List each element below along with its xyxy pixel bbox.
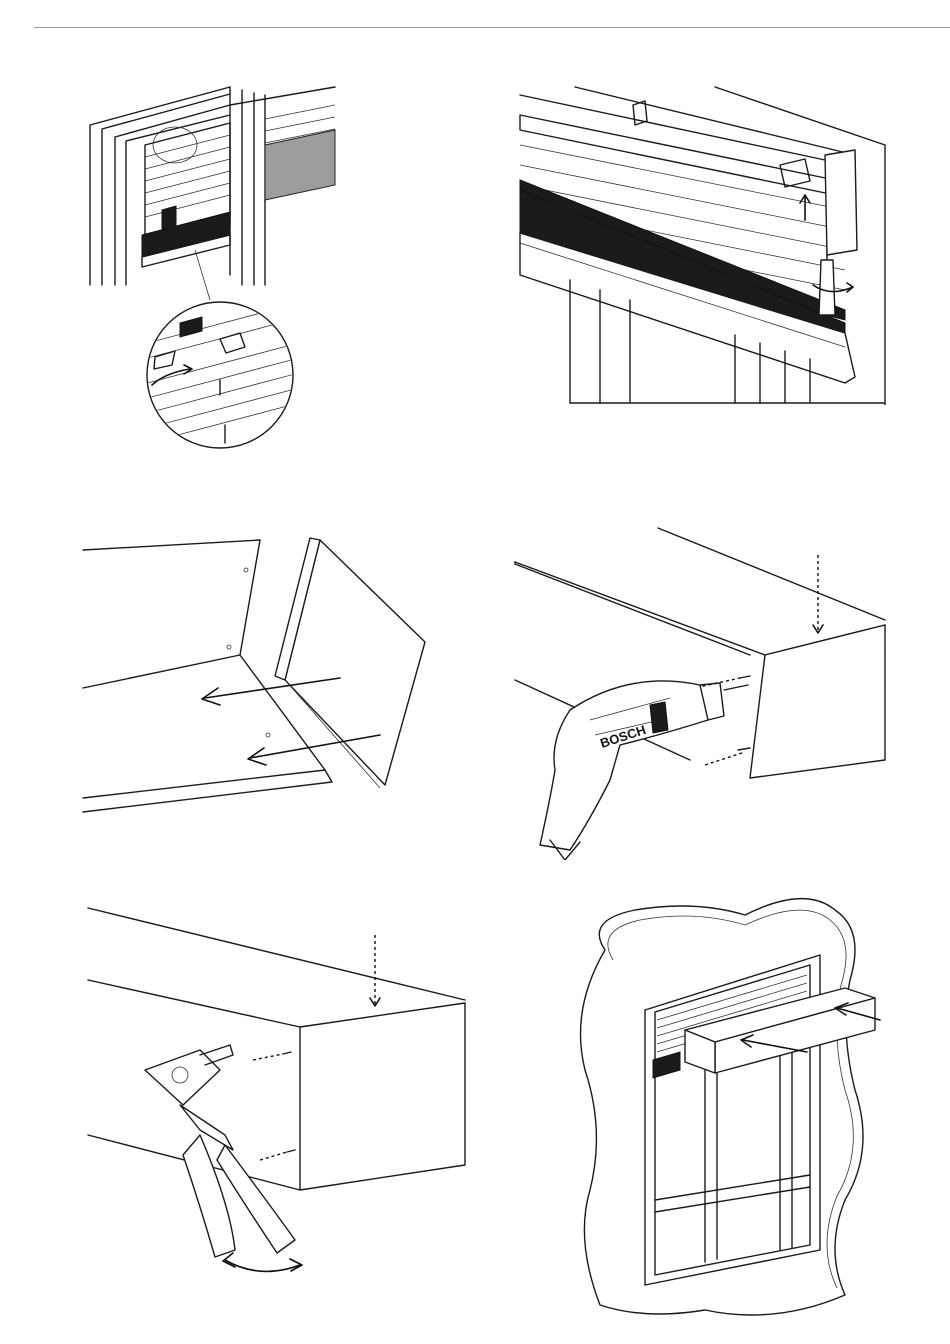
figure-step-4: BOSCH [510,520,890,860]
figure-step-3-drawing [80,530,430,820]
figure-step-1-drawing [80,85,345,450]
figure-step-4-drawing: BOSCH [510,520,890,860]
figure-step-1 [80,85,345,450]
figure-step-6 [575,890,885,1320]
figure-step-5-drawing [85,905,470,1280]
header-rule [34,27,950,28]
figure-step-2 [515,85,890,405]
figure-step-6-drawing [575,890,885,1320]
figure-step-2-drawing [515,85,890,405]
figure-step-5 [85,905,470,1280]
figure-step-3 [80,530,430,820]
